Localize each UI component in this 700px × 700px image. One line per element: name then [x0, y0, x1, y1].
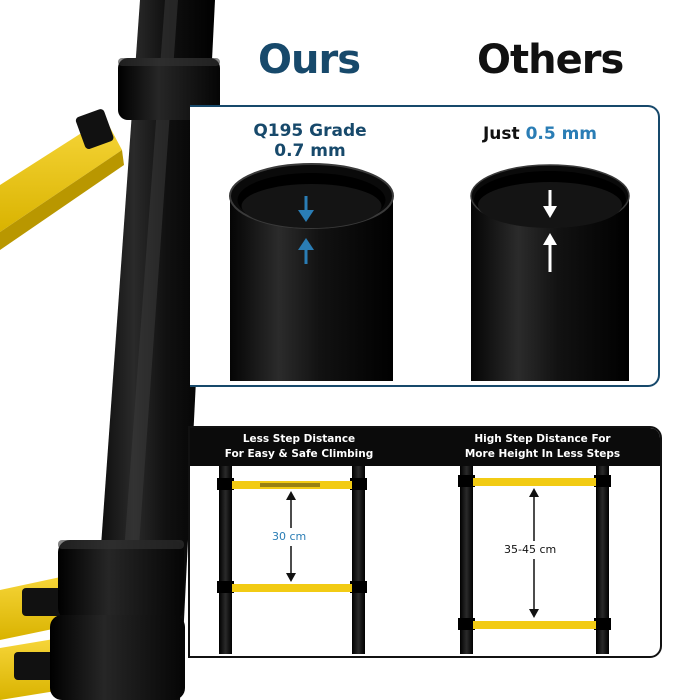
ours-thickness-value: 0.7 mm: [274, 141, 346, 161]
ours-tube: [229, 163, 394, 381]
high-step-title-line2: More Height In Less Steps: [464, 448, 621, 460]
yellow-rung-upper: [0, 109, 124, 250]
high-step-title: High Step Distance For More Height In Le…: [430, 432, 655, 462]
short-step-ladder: [217, 466, 367, 654]
less-step-title-line2: For Easy & Safe Climbing: [224, 448, 374, 460]
step-distance-panel: Less Step Distance For Easy & Safe Climb…: [188, 426, 662, 658]
less-step-title-line1: Less Step Distance: [242, 433, 356, 445]
others-thickness-value: 0.5 mm: [525, 124, 598, 144]
step-distance-title-band: [190, 428, 660, 466]
short-step-measure-arrow-icon: [270, 491, 314, 582]
tall-step-ladder: [458, 466, 611, 654]
ours-grade-label: Q195 Grade: [253, 121, 367, 141]
others-thickness-caption: Just 0.5 mm: [470, 124, 610, 144]
upper-collar: [118, 58, 220, 120]
others-thickness-arrows-icon: [543, 190, 557, 272]
tall-step-distance-label: 35-45 cm: [504, 543, 557, 556]
others-tube: [470, 164, 630, 381]
others-heading: Others: [477, 37, 624, 83]
ours-thickness-arrows-icon: [298, 196, 314, 264]
high-step-title-line1: High Step Distance For: [474, 433, 611, 445]
ours-heading: Ours: [258, 37, 361, 83]
short-step-distance-label: 30 cm: [272, 530, 307, 543]
others-prefix-label: Just: [482, 124, 526, 144]
less-step-title: Less Step Distance For Easy & Safe Climb…: [194, 432, 404, 462]
ours-thickness-caption: Q195 Grade 0.7 mm: [240, 121, 380, 161]
tall-step-measure-arrow-icon: [500, 488, 570, 618]
lower-collar: [50, 540, 185, 700]
